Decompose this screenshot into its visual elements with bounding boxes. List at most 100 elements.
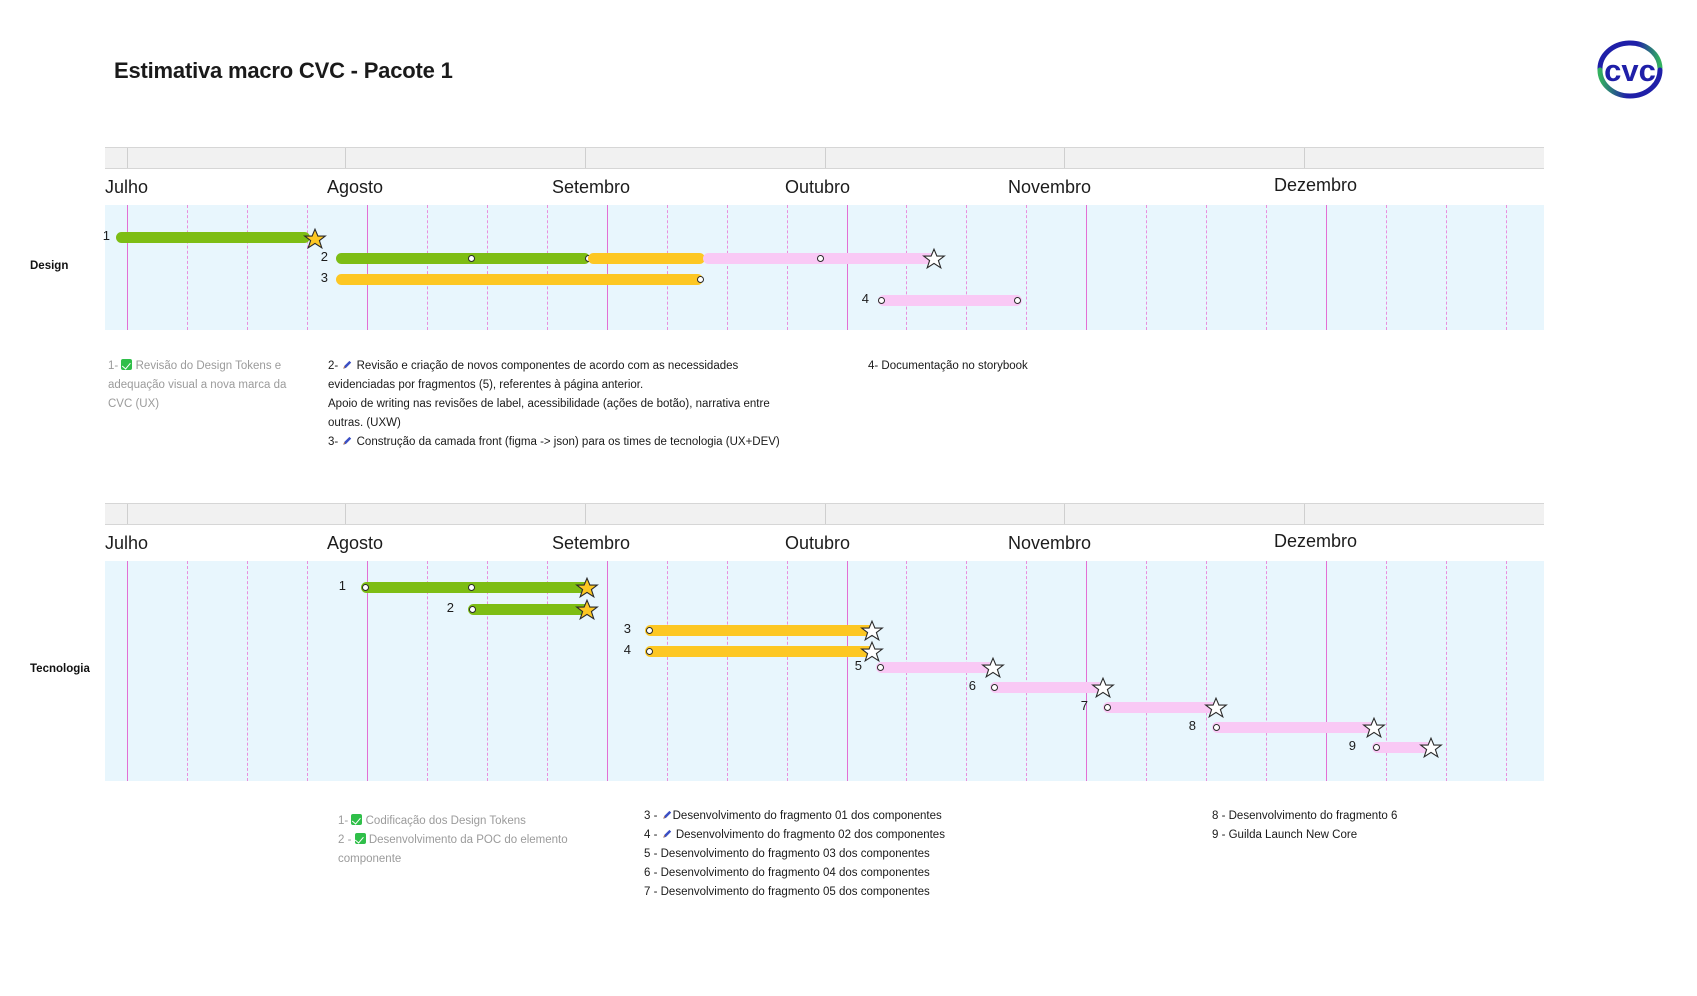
month-label-agosto: Agosto bbox=[327, 177, 384, 197]
gridline-week bbox=[546, 205, 548, 330]
gantt-bar-node-dot bbox=[816, 255, 824, 262]
gridline-week bbox=[726, 561, 728, 781]
month-label-dezembro: Dezembro bbox=[1274, 531, 1358, 551]
timeline-header-tecnologia bbox=[105, 503, 1544, 525]
legend-item: componente bbox=[338, 853, 402, 865]
gantt-bar bbox=[1372, 742, 1432, 753]
gantt-bar bbox=[645, 625, 876, 636]
gridline-week bbox=[1266, 205, 1268, 330]
legend-column-design-3: 4- Documentação no storybook bbox=[868, 357, 1288, 376]
gantt-bar-number: 2 bbox=[446, 600, 454, 615]
gantt-bar bbox=[645, 646, 876, 657]
gridline-month bbox=[127, 561, 128, 781]
timeline-header-divider bbox=[1064, 148, 1066, 168]
legend-item: 1- Revisão do Design Tokens e bbox=[108, 359, 282, 372]
gantt-milestone-star bbox=[1419, 736, 1443, 760]
gantt-bar-number: 2 bbox=[320, 249, 328, 264]
gantt-bar-node-dot bbox=[696, 276, 704, 283]
gantt-bar-number: 3 bbox=[623, 621, 631, 636]
gantt-bar-node-dot bbox=[1212, 724, 1220, 731]
month-label-outubro: Outubro bbox=[785, 177, 851, 197]
gantt-bar-node-dot bbox=[1103, 704, 1111, 711]
gantt-milestone-star bbox=[575, 598, 599, 622]
gridline-week bbox=[306, 561, 308, 781]
gridline-week bbox=[426, 561, 428, 781]
gantt-bar bbox=[116, 232, 310, 243]
gantt-bar-number: 6 bbox=[968, 678, 976, 693]
month-label-dezembro: Dezembro bbox=[1274, 175, 1358, 195]
legend-item: Apoio de writing nas revisões de label, … bbox=[328, 398, 770, 410]
legend-item: evidenciadas por fragmentos (5), referen… bbox=[328, 379, 644, 391]
gridline-month bbox=[1326, 205, 1328, 330]
gridline-week bbox=[186, 205, 188, 330]
gridline-month bbox=[846, 561, 848, 781]
timeline-header-divider bbox=[1304, 148, 1306, 168]
check-icon bbox=[121, 359, 133, 370]
gantt-bar-number: 7 bbox=[1080, 698, 1088, 713]
legend-item: 3- Construção da camada front (figma -> … bbox=[328, 436, 780, 448]
legend-item: 7 - Desenvolvimento do fragmento 05 dos … bbox=[644, 886, 930, 898]
gantt-milestone-star bbox=[303, 227, 327, 251]
gantt-bar-node-dot bbox=[361, 584, 369, 591]
month-label-agosto: Agosto bbox=[327, 533, 384, 553]
legend-item: 3 - Desenvolvimento do fragmento 01 dos … bbox=[644, 810, 942, 822]
gridline-week bbox=[246, 561, 248, 781]
legend-item: 9 - Guilda Launch New Core bbox=[1212, 829, 1358, 841]
gridline-week bbox=[1206, 561, 1208, 781]
gantt-bar bbox=[1212, 722, 1375, 733]
gantt-bar-node-dot bbox=[645, 627, 653, 634]
gantt-milestone-star bbox=[1362, 716, 1386, 740]
gantt-bar-node-dot bbox=[990, 684, 998, 691]
gridline-month bbox=[1326, 561, 1328, 781]
gantt-bar bbox=[588, 253, 705, 264]
pencil-icon bbox=[343, 360, 352, 369]
legend-column-design-1: 1- Revisão do Design Tokens e adequação v… bbox=[108, 357, 338, 414]
gridline-week bbox=[1386, 561, 1388, 781]
legend-item: 6 - Desenvolvimento do fragmento 04 dos … bbox=[644, 867, 930, 879]
gridline-week bbox=[1146, 561, 1148, 781]
gantt-bar-number: 3 bbox=[320, 270, 328, 285]
section-label-design: Design bbox=[30, 260, 69, 272]
gridline-week bbox=[546, 561, 548, 781]
gridline-week bbox=[1146, 205, 1148, 330]
gantt-bar-number: 9 bbox=[1348, 738, 1356, 753]
timeline-header-divider bbox=[1304, 504, 1306, 524]
legend-column-design-2: 2- Revisão e criação de novos componente… bbox=[328, 357, 798, 452]
legend-item: adequação visual a nova marca da bbox=[108, 379, 287, 391]
timeline-plot-tecnologia bbox=[105, 561, 1544, 781]
gantt-bar bbox=[468, 604, 590, 615]
legend-item: 5 - Desenvolvimento do fragmento 03 dos … bbox=[644, 848, 930, 860]
gridline-month bbox=[366, 205, 368, 330]
timeline-header-divider bbox=[584, 504, 586, 524]
gridline-week bbox=[1506, 205, 1508, 330]
gantt-bar bbox=[990, 682, 1104, 693]
gridline-week bbox=[486, 205, 488, 330]
gridline-month bbox=[1086, 205, 1088, 330]
timeline-header-divider bbox=[824, 148, 826, 168]
legend-item: CVC (UX) bbox=[108, 398, 160, 410]
timeline-header-divider bbox=[127, 504, 128, 524]
gantt-bar-number: 1 bbox=[102, 228, 110, 243]
timeline-header-design bbox=[105, 147, 1544, 169]
gridline-week bbox=[246, 205, 248, 330]
gridline-week bbox=[1266, 561, 1268, 781]
gantt-milestone-star bbox=[981, 656, 1005, 680]
gridline-week bbox=[966, 205, 968, 330]
timeline-header-divider bbox=[824, 504, 826, 524]
month-label-julho: Julho bbox=[105, 177, 149, 197]
gantt-bar-node-dot bbox=[467, 584, 475, 591]
gantt-bar-number: 4 bbox=[861, 291, 869, 306]
gantt-bar-number: 8 bbox=[1188, 718, 1196, 733]
legend-column-tecnologia-2: 3 - Desenvolvimento do fragmento 01 dos … bbox=[644, 807, 1174, 902]
gantt-milestone-star bbox=[860, 619, 884, 643]
check-icon bbox=[351, 814, 363, 825]
legend-item: 4- Documentação no storybook bbox=[868, 360, 1028, 372]
gantt-bar bbox=[878, 295, 1022, 306]
gridline-month bbox=[606, 205, 608, 330]
gridline-week bbox=[1446, 561, 1448, 781]
gridline-week bbox=[186, 561, 188, 781]
gridline-week bbox=[1026, 205, 1028, 330]
gridline-week bbox=[426, 205, 428, 330]
